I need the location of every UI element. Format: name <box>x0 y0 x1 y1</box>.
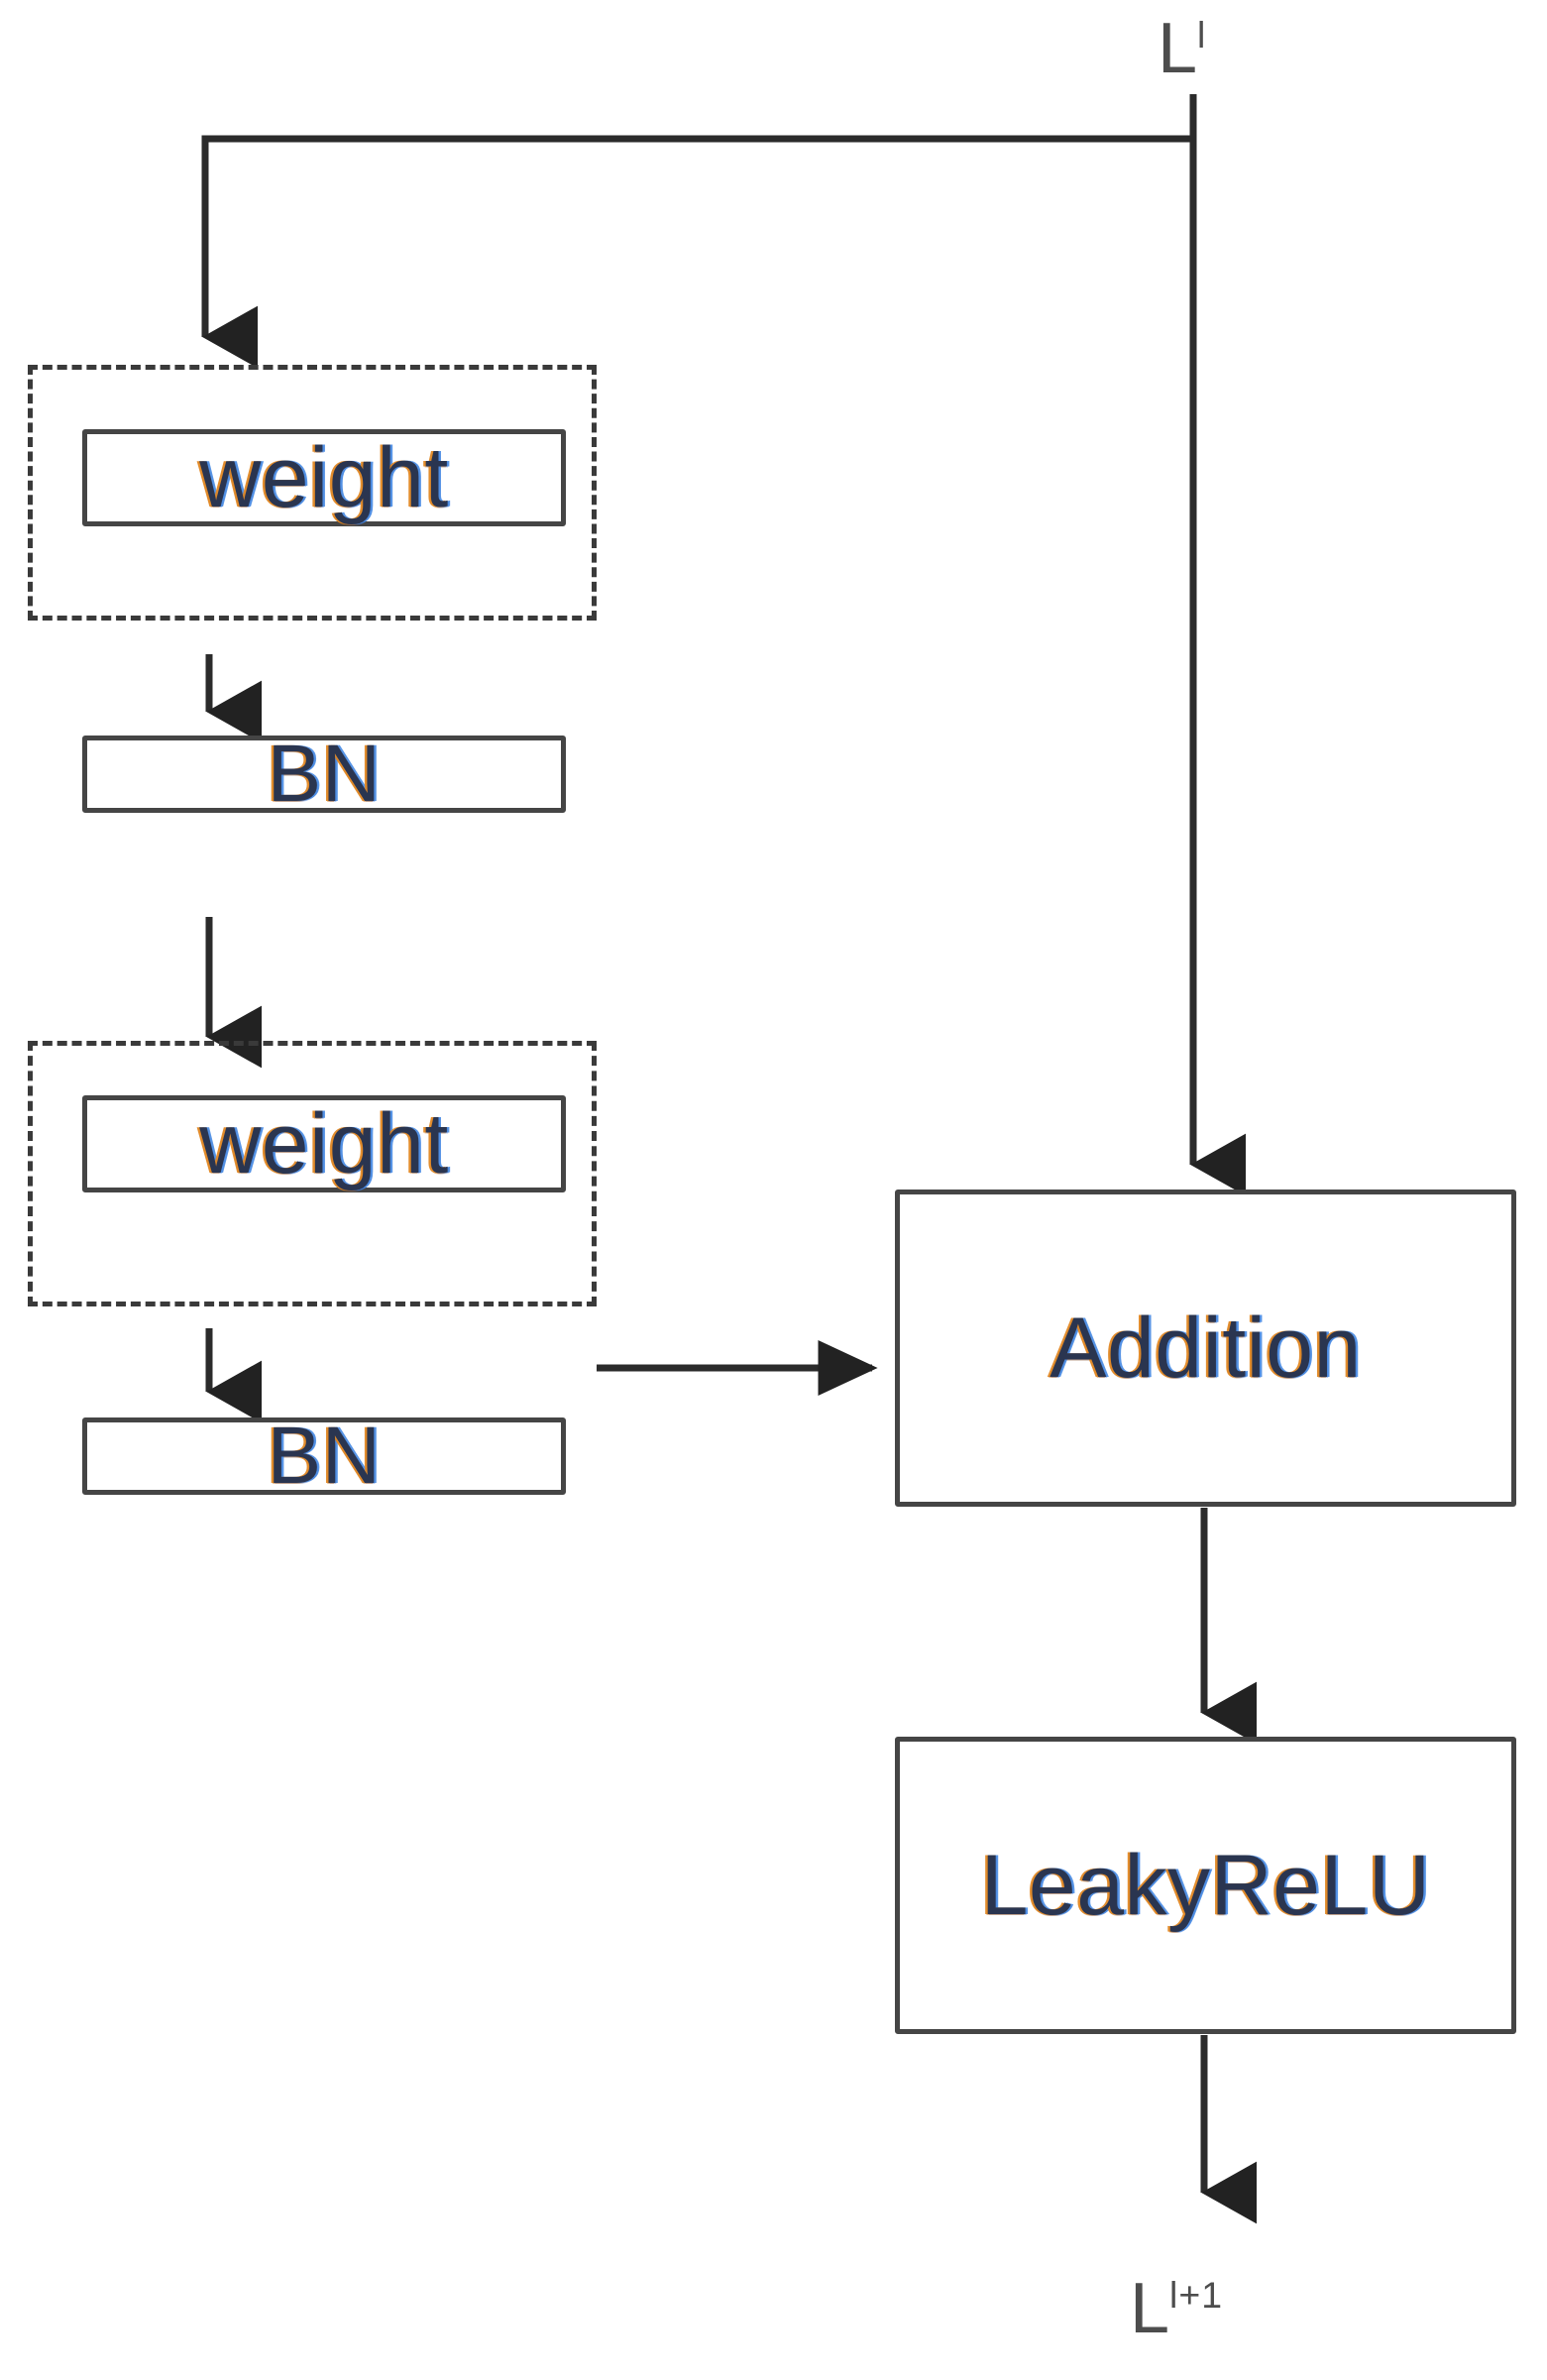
residual-branch-stage-1 <box>28 365 597 621</box>
weight-box-1-label: weight <box>199 429 449 525</box>
output-label-superscript: l+1 <box>1169 2274 1224 2316</box>
addition-box-label: Addition <box>1050 1300 1362 1396</box>
input-label-base: L <box>1158 9 1198 88</box>
bn-box-2[interactable]: BN <box>82 1411 566 1501</box>
input-label: Ll <box>1158 8 1206 89</box>
leakyrelu-box[interactable]: LeakyReLU <box>895 1737 1516 2034</box>
output-label: Ll+1 <box>1130 2268 1223 2349</box>
leakyrelu-box-label: LeakyReLU <box>980 1837 1431 1933</box>
edge-input-to-stage1 <box>201 135 1193 369</box>
addition-box[interactable]: Addition <box>895 1190 1516 1507</box>
bn-box-2-label: BN <box>267 1411 382 1501</box>
residual-branch-stage-2 <box>28 1041 597 1306</box>
output-label-base: L <box>1130 2269 1170 2348</box>
bn-box-1-label: BN <box>267 729 382 819</box>
bn-box-1[interactable]: BN <box>82 729 566 819</box>
weight-box-2[interactable]: weight <box>82 1095 566 1192</box>
weight-box-2-label: weight <box>199 1095 449 1191</box>
input-label-superscript: l <box>1197 14 1207 56</box>
weight-box-1[interactable]: weight <box>82 429 566 526</box>
